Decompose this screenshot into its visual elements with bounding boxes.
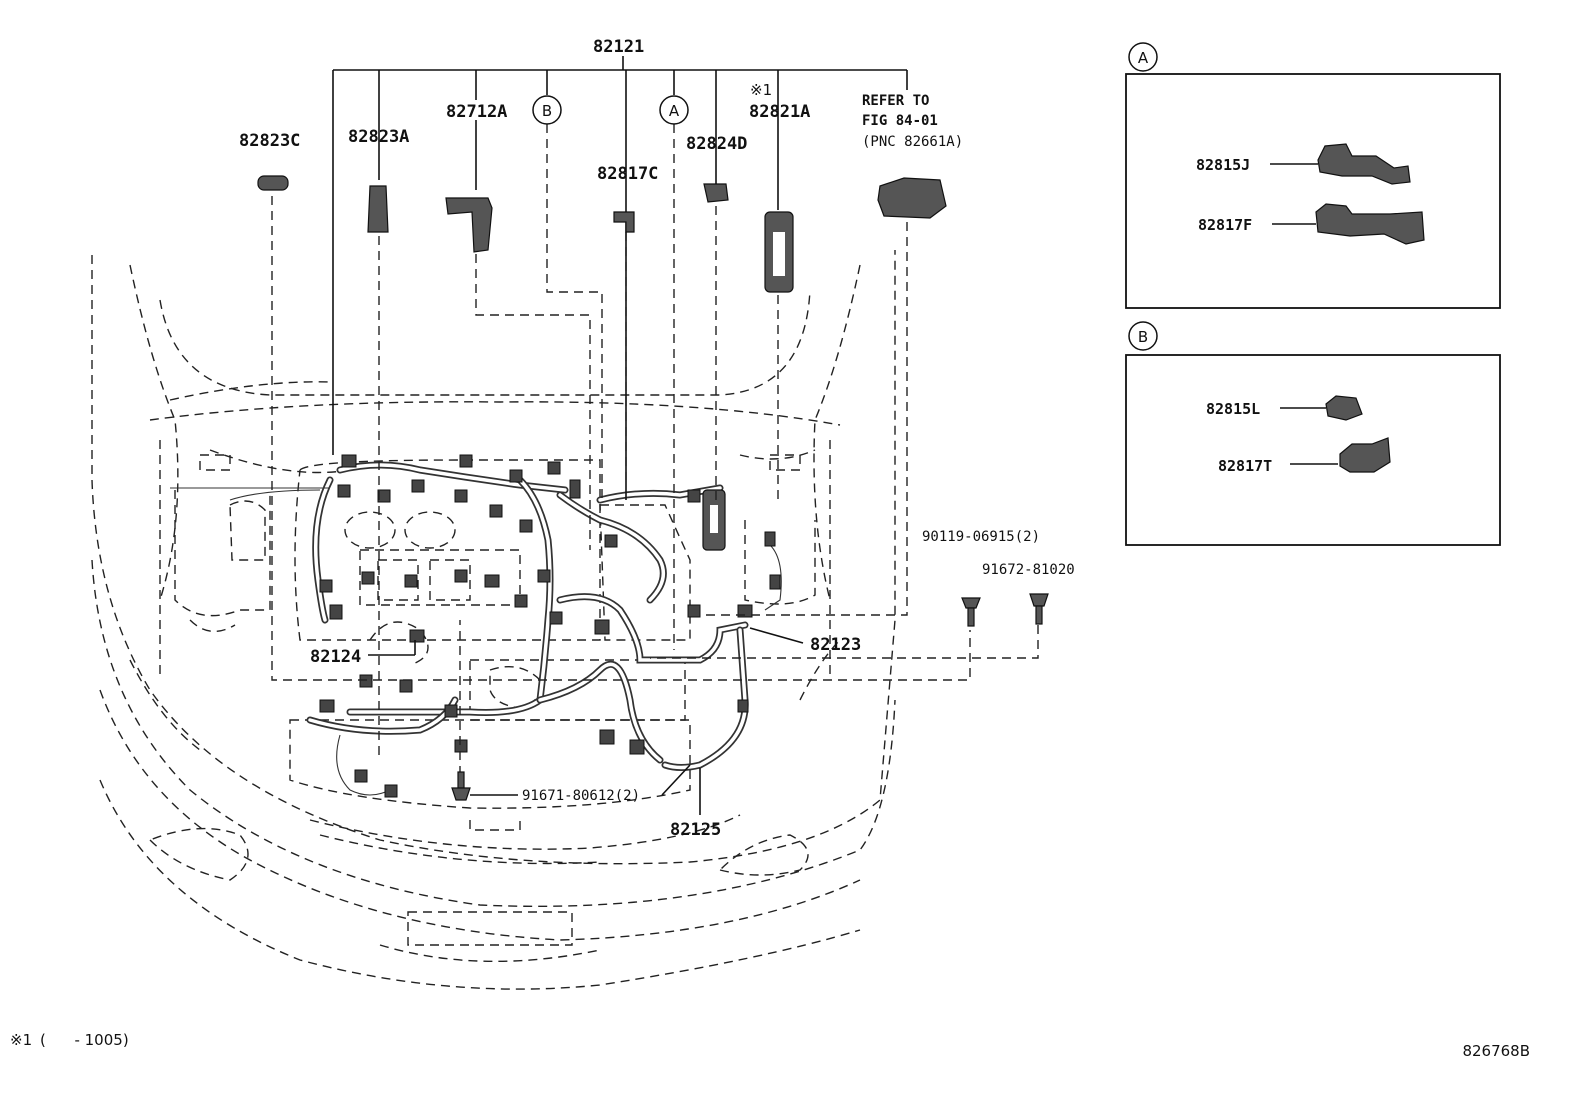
label-refer-1: REFER TO bbox=[862, 93, 929, 109]
part-82817T-icon bbox=[1339, 437, 1391, 473]
vehicle-outline bbox=[91, 250, 896, 990]
part-82817F-icon bbox=[1315, 203, 1425, 245]
inset-b-part-2: 82817T bbox=[1218, 457, 1272, 475]
bolt-91672-icon bbox=[1029, 593, 1049, 625]
inset-a: A 82815J 82817F bbox=[1125, 42, 1501, 309]
engine-wire-harness bbox=[170, 461, 782, 796]
part-82823C-icon bbox=[257, 175, 289, 191]
label-82712A: 82712A bbox=[446, 102, 507, 122]
label-90119: 90119-06915(2) bbox=[922, 529, 1040, 545]
callout-a: A bbox=[659, 95, 689, 125]
label-82817C: 82817C bbox=[597, 164, 658, 184]
inset-a-part-1: 82815J bbox=[1196, 156, 1250, 174]
label-82824D: 82824D bbox=[686, 134, 747, 154]
engine-block bbox=[294, 459, 691, 721]
inset-a-part-2: 82817F bbox=[1198, 216, 1252, 234]
label-82125: 82125 bbox=[670, 820, 721, 840]
part-icons bbox=[257, 175, 1049, 801]
label-82121: 82121 bbox=[593, 37, 644, 57]
label-91671: 91671-80612(2) bbox=[522, 788, 640, 804]
part-82823A-icon bbox=[367, 185, 389, 233]
svg-text:A: A bbox=[669, 102, 680, 120]
part-82817C-icon bbox=[613, 211, 635, 233]
labels: 82121 82823C 82823A 82712A 82817C 82824D… bbox=[239, 37, 1075, 840]
footnote-text: ( - 1005) bbox=[40, 1031, 129, 1049]
bolt-90119-icon bbox=[961, 597, 981, 627]
part-82661A-icon bbox=[877, 177, 947, 219]
svg-text:B: B bbox=[542, 102, 552, 120]
harness-connectors bbox=[319, 454, 781, 798]
inset-b-title: B bbox=[1138, 328, 1148, 346]
leader-lines bbox=[271, 56, 1338, 815]
label-refer-2: FIG 84-01 bbox=[862, 113, 938, 129]
label-82823C: 82823C bbox=[239, 131, 300, 151]
part-82824D-icon bbox=[703, 183, 729, 203]
figure-id: 826768B bbox=[1462, 1042, 1530, 1060]
callout-b: B bbox=[532, 95, 562, 125]
part-82815J-icon bbox=[1317, 143, 1411, 185]
label-82124: 82124 bbox=[310, 647, 361, 667]
footer: ※1 ( - 1005) 826768B bbox=[10, 1031, 1530, 1060]
inset-b-part-1: 82815L bbox=[1206, 400, 1260, 418]
label-refer-3: (PNC 82661A) bbox=[862, 134, 963, 150]
inset-b: B 82815L 82817T bbox=[1125, 321, 1501, 546]
footnote-mark: ※1 bbox=[10, 1031, 32, 1049]
inset-a-title: A bbox=[1138, 49, 1149, 67]
part-82815L-icon bbox=[1325, 395, 1363, 421]
label-note-mark: ※1 bbox=[750, 81, 772, 99]
part-82712A-icon bbox=[445, 197, 493, 253]
label-82123: 82123 bbox=[810, 635, 861, 655]
bolt-91671-icon bbox=[451, 771, 471, 801]
label-82823A: 82823A bbox=[348, 127, 409, 147]
label-91672: 91672-81020 bbox=[982, 562, 1075, 578]
label-82821A: 82821A bbox=[749, 102, 810, 122]
